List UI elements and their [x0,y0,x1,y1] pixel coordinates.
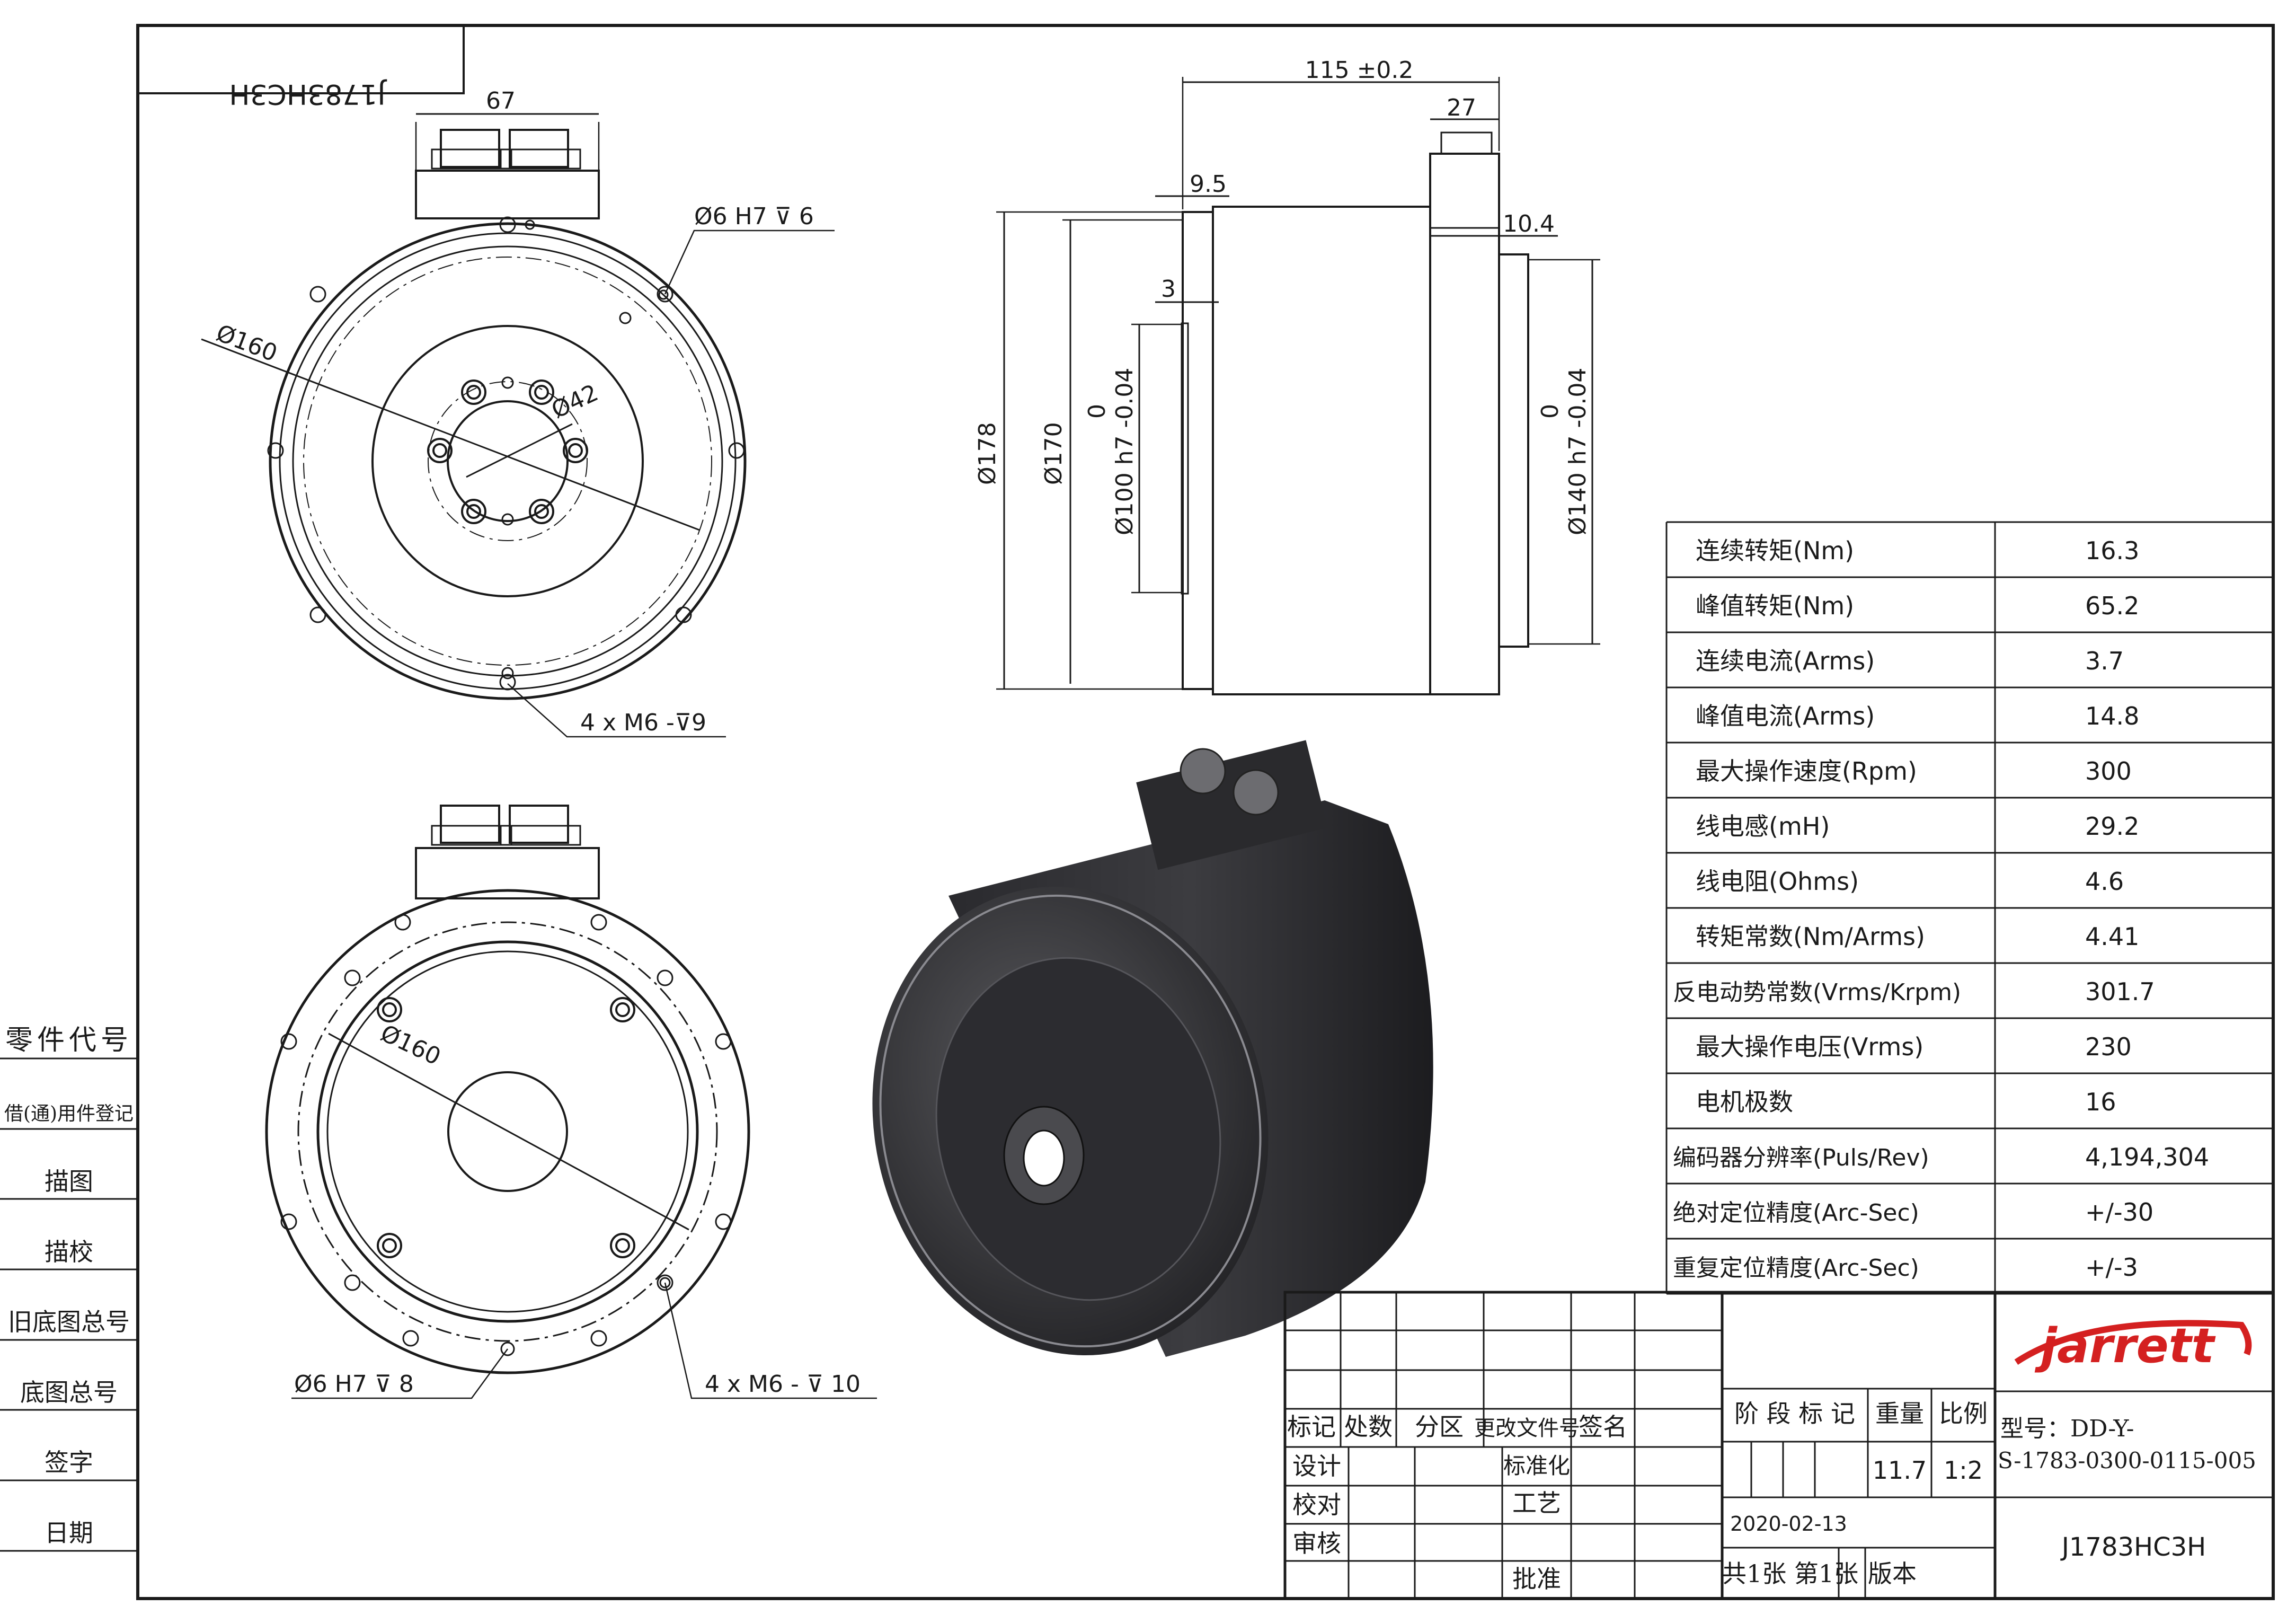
spec-value: 300 [2085,757,2132,785]
callout-dowel-rear: Ø6 H7 ⊽ 8 [294,1371,414,1398]
dim-3: 3 [1161,276,1176,303]
dim-dia-140: Ø140 h7 -0.04 [1564,368,1591,535]
model-label: 型号：DD-Y- [2000,1415,2134,1442]
jarrett-logo: jarrett [2014,1318,2252,1374]
spec-label: 连续转矩(Nm) [1696,536,1854,565]
side-view: 115 ±0.2 27 9.5 3 10.4 Ø178 Ø170 0 Ø100 … [974,57,1600,695]
dim-dia-178: Ø178 [974,422,1001,485]
spec-value: 230 [2085,1032,2132,1061]
spec-label: 反电动势常数(Vrms/Krpm) [1673,979,1961,1006]
spec-label: 最大操作电压(Vrms) [1696,1032,1923,1061]
spec-label: 电机极数 [1696,1088,1793,1116]
rev-header-mark: 标记 [1287,1413,1336,1441]
spec-value: 14.8 [2085,702,2139,730]
left-strip: 零件代号 借(通)用件登记 描图 描校 旧底图总号 底图总号 签字 日期 [0,1025,137,1552]
strip-part-code: 零件代号 [5,1025,132,1056]
dim-dia-42: Ø42 [547,379,602,424]
strip-old-base-no: 旧底图总号 [8,1308,130,1336]
spec-label: 最大操作速度(Rpm) [1696,757,1917,785]
row-process: 工艺 [1512,1489,1561,1517]
spec-label: 峰值转矩(Nm) [1696,592,1854,620]
spec-value: 65.2 [2085,592,2139,620]
stage-mark-label: 阶 段 标 记 [1734,1399,1855,1428]
rev-header-doc: 更改文件号 [1474,1416,1580,1441]
row-design: 设计 [1292,1452,1341,1480]
row-check: 校对 [1292,1490,1341,1519]
rev-header-count: 处数 [1344,1413,1393,1441]
row-review: 审核 [1292,1529,1341,1558]
scale-label: 比例 [1939,1399,1988,1428]
rev-header-zone: 分区 [1415,1413,1464,1441]
sheet-count: 共1张 第1张 [1722,1559,1858,1588]
spec-value: +/-3 [2085,1253,2138,1282]
spec-value: 3.7 [2085,647,2124,675]
spec-label: 绝对定位精度(Arc-Sec) [1673,1199,1919,1226]
spec-label: 转矩常数(Nm/Arms) [1696,922,1925,951]
rev-header-sign: 签名 [1579,1413,1627,1441]
dim-dia-160-rear: Ø160 [376,1020,445,1071]
spec-value: 4.6 [2085,867,2124,896]
row-standard: 标准化 [1503,1453,1570,1479]
spec-value: 16 [2085,1088,2116,1116]
dim-dia-140-tol: 0 [1537,404,1564,419]
spec-value: 4.41 [2085,922,2139,951]
spec-value: 4,194,304 [2085,1143,2209,1171]
dim-67: 67 [486,87,516,114]
dim-dia-100-tol: 0 [1084,404,1111,419]
spec-label: 编码器分辨率(Puls/Rev) [1673,1144,1929,1171]
strip-trace: 描图 [45,1167,93,1196]
model-value: S-1783-0300-0115-005 [1998,1448,2256,1473]
strip-signature: 签字 [45,1448,93,1477]
dim-dia-160-top: Ø160 [212,320,281,367]
dim-dia-170: Ø170 [1040,422,1067,485]
spec-label: 线电阻(Ohms) [1696,867,1859,896]
spec-label: 线电感(mH) [1696,812,1830,841]
title-block: 标记 处数 分区 更改文件号 签名 设计 校对 审核 标准化 工艺 批准 阶 段… [1283,1291,2275,1600]
dim-dia-100: Ø100 h7 -0.04 [1111,368,1138,535]
spec-table: 连续转矩(Nm) 16.3 峰值转矩(Nm) 65.2 连续电流(Arms) 3.7 峰值电… [1665,521,2273,1295]
logo-text: jarrett [2034,1318,2215,1374]
weight-label: 重量 [1875,1399,1924,1428]
dim-27: 27 [1447,94,1476,121]
rear-view: Ø160 Ø6 H7 ⊽ 8 4 x M6 - ⊽ 10 [265,805,877,1399]
row-approve: 批准 [1512,1565,1561,1593]
spec-value: 301.7 [2085,977,2155,1006]
outer-frame [136,24,2275,1600]
callout-thread-top: 4 x M6 -⊽9 [580,709,706,736]
motor-3d-render [872,740,1433,1357]
drawing-number: J1783HC3H [2060,1532,2206,1562]
weight-value: 11.7 [1873,1456,1927,1485]
dim-9-5: 9.5 [1190,171,1227,198]
strip-date: 日期 [45,1519,93,1547]
scale-value: 1:2 [1944,1456,1983,1485]
strip-trace-check: 描校 [45,1238,93,1266]
spec-label: 连续电流(Arms) [1696,647,1875,675]
spec-value: 29.2 [2085,812,2139,841]
callout-thread-rear: 4 x M6 - ⊽ 10 [705,1371,861,1398]
dim-10-4: 10.4 [1503,210,1555,237]
mirrored-label-box [137,24,465,94]
spec-label: 重复定位精度(Arc-Sec) [1673,1255,1919,1282]
version-label: 版本 [1868,1559,1917,1588]
spec-label: 峰值电流(Arms) [1696,702,1875,730]
spec-value: +/-30 [2085,1198,2153,1226]
callout-dowel-top: Ø6 H7 ⊽ 6 [694,203,814,230]
mirrored-label: J1783HC3H [229,78,387,110]
front-view-top: 67 Ø160 Ø42 Ø6 H7 ⊽ 6 4 x M6 -⊽9 [201,87,835,738]
dim-115: 115 ±0.2 [1305,57,1414,84]
spec-value: 16.3 [2085,536,2139,565]
strip-base-no: 底图总号 [20,1378,118,1407]
strip-borrow-reg: 借(通)用件登记 [4,1103,134,1125]
date-value: 2020-02-13 [1730,1512,1847,1535]
